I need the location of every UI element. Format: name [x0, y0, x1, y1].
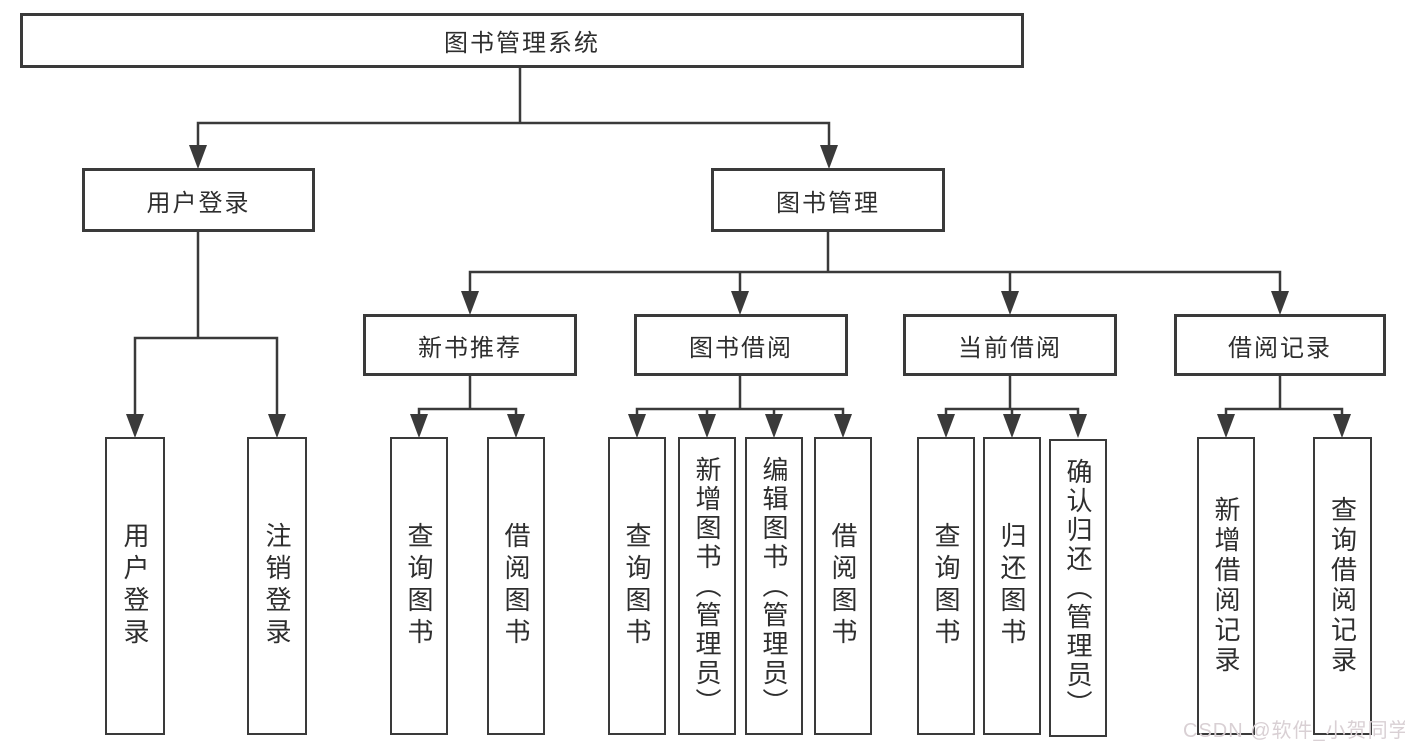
node-leaf-query-borrow-record: 查询借阅记录: [1313, 437, 1372, 735]
csdn-watermark: CSDN @软件_小贺同学: [1183, 720, 1405, 742]
node-leaf-add-borrow-record: 新增借阅记录: [1197, 437, 1255, 735]
node-leaf-return-books: 归还图书: [983, 437, 1041, 735]
node-user-login: 用户登录: [82, 168, 315, 232]
node-leaf-borrow-books-bb: 借阅图书: [814, 437, 872, 735]
node-leaf-query-books-cb: 查询图书: [917, 437, 975, 735]
node-new-book-recommendation: 新书推荐: [363, 314, 577, 376]
node-book-borrowing: 图书借阅: [634, 314, 848, 376]
node-library-management-system: 图书管理系统: [20, 13, 1024, 68]
node-leaf-logout: 注销登录: [247, 437, 307, 735]
node-leaf-query-books-bb: 查询图书: [608, 437, 666, 735]
node-current-borrowing: 当前借阅: [903, 314, 1117, 376]
node-leaf-edit-books-admin: 编辑图书（管理员）: [745, 437, 803, 735]
node-leaf-borrow-books-rec: 借阅图书: [487, 437, 545, 735]
node-leaf-add-books-admin: 新增图书（管理员）: [678, 437, 736, 735]
node-leaf-query-books-rec: 查询图书: [390, 437, 448, 735]
node-borrowing-records: 借阅记录: [1174, 314, 1386, 376]
node-leaf-confirm-return-admin: 确认归还（管理员）: [1049, 439, 1107, 737]
node-leaf-user-login: 用户登录: [105, 437, 165, 735]
node-book-management: 图书管理: [711, 168, 945, 232]
